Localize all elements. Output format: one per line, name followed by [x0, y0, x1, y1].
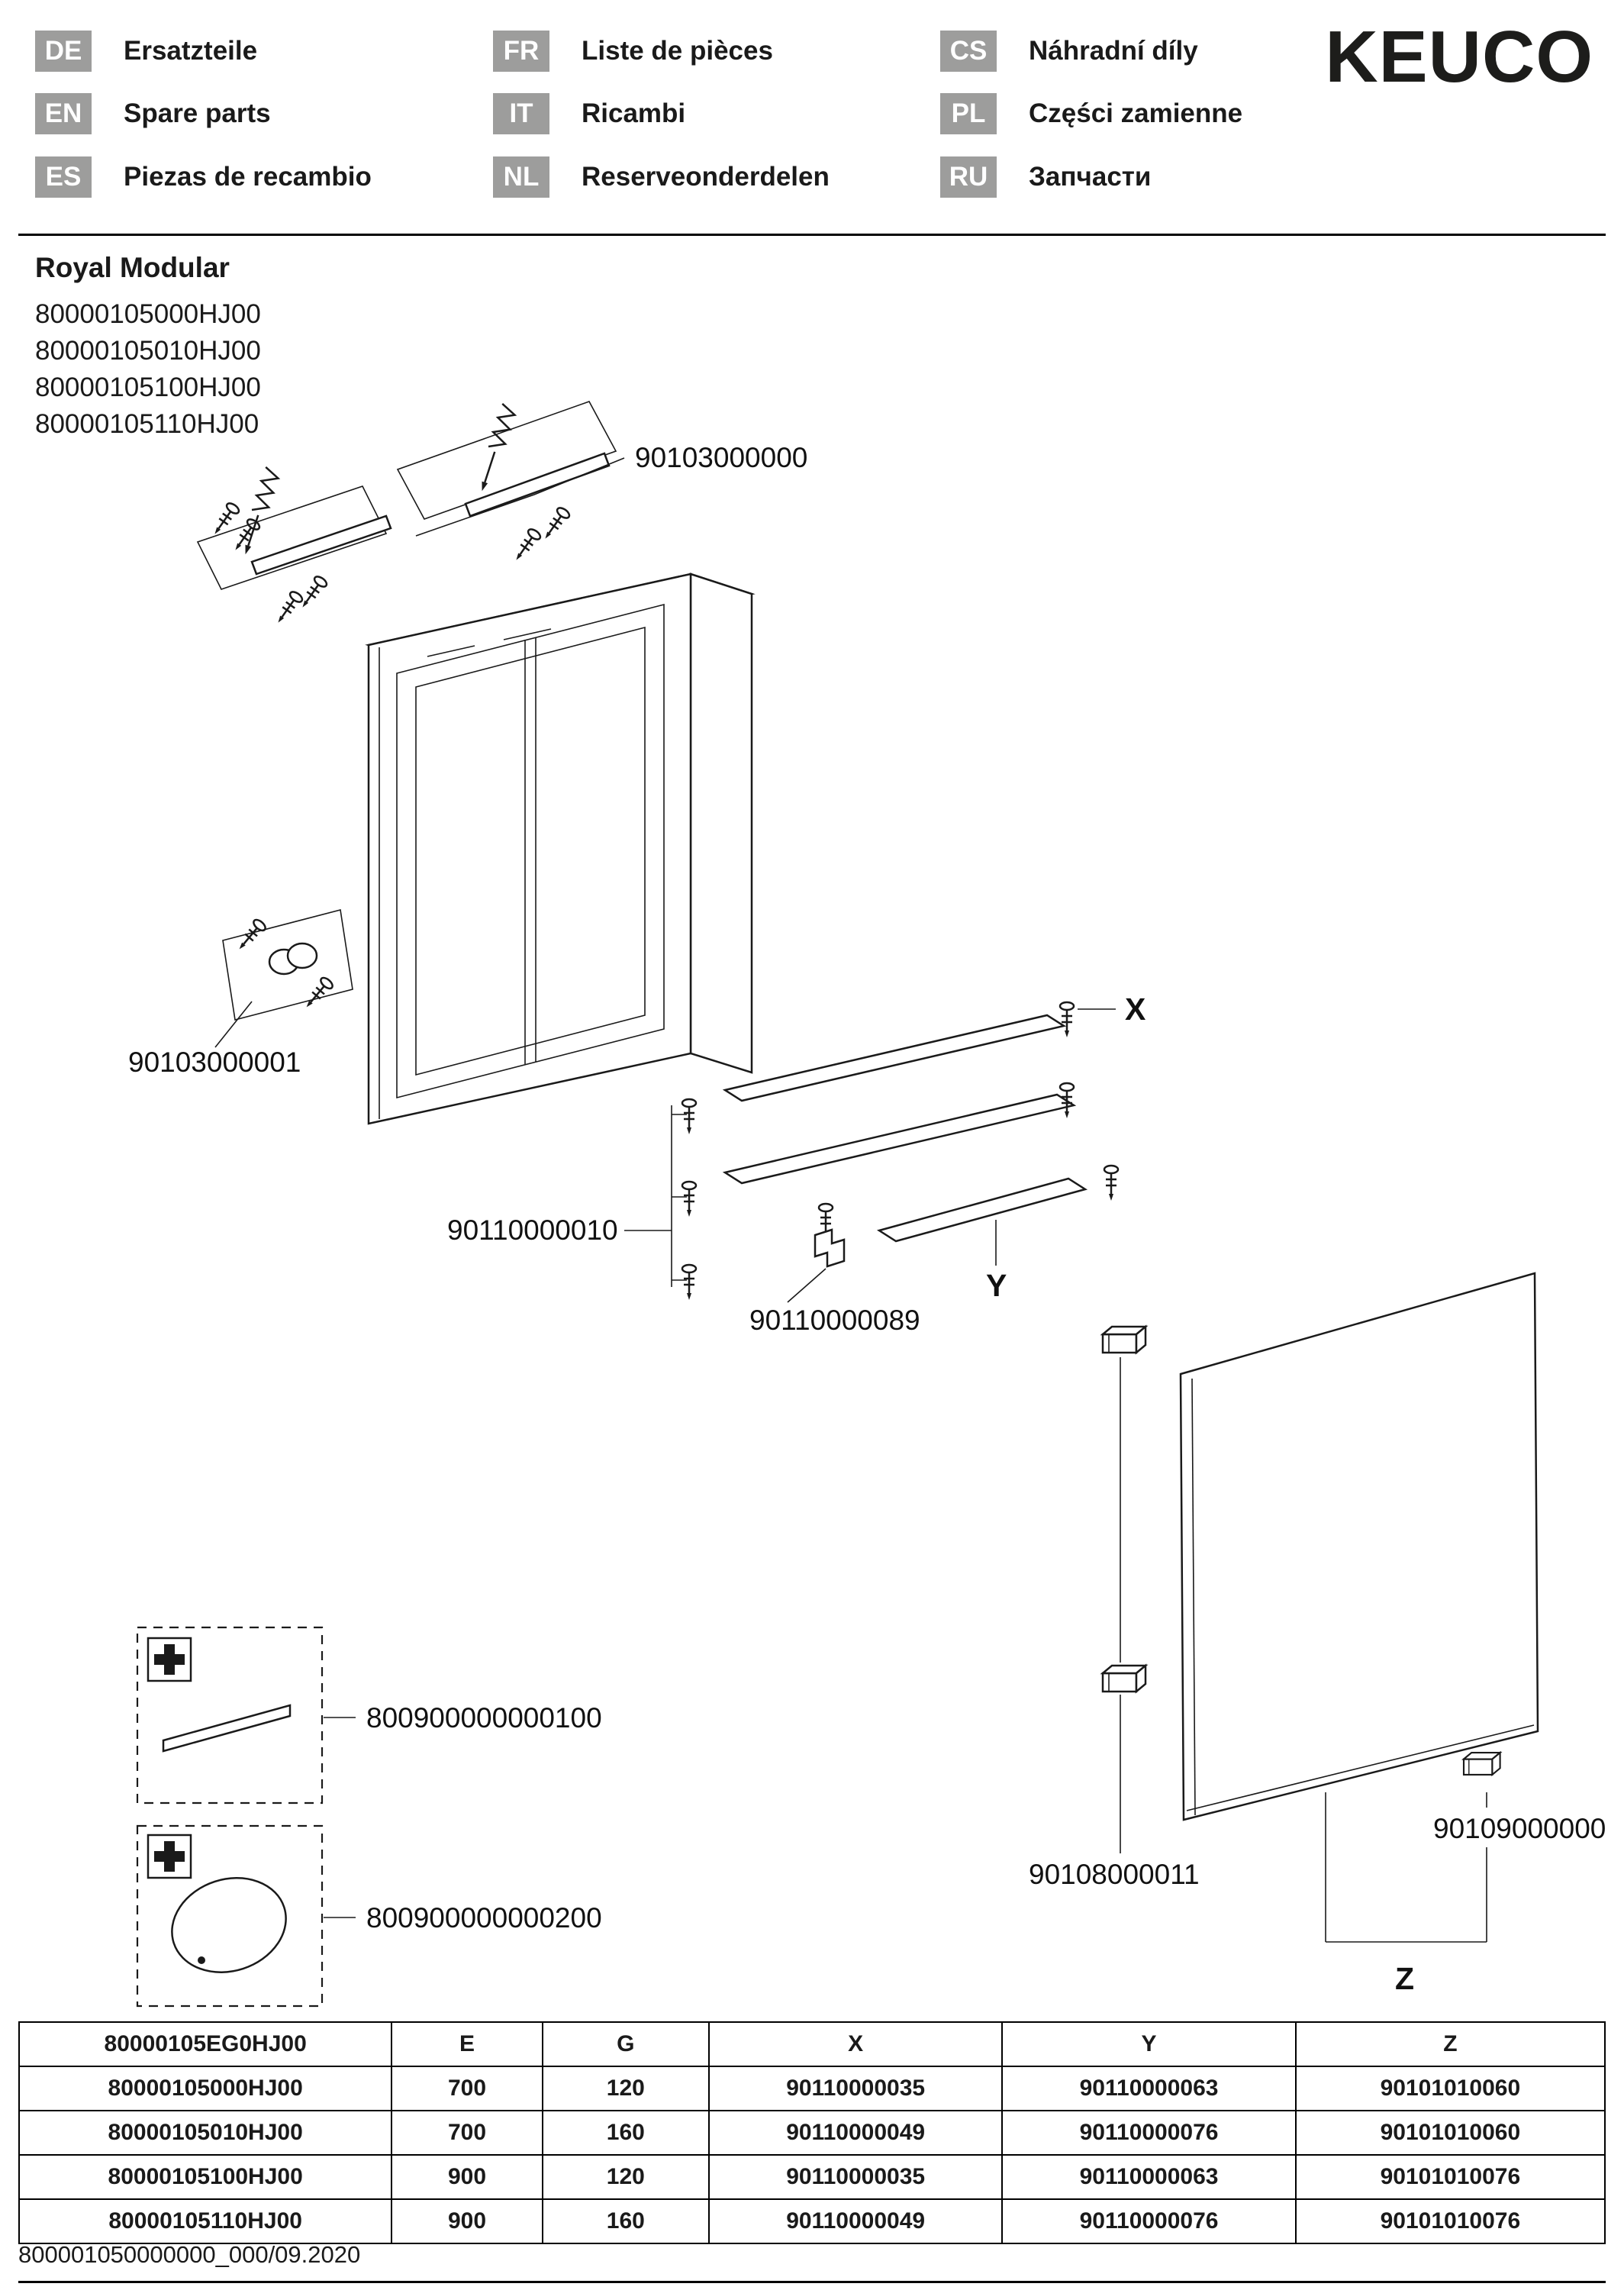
- language-badge: NL: [493, 156, 549, 198]
- part-label-strip: 800900000000100: [366, 1702, 602, 1734]
- table-cell: 90101010060: [1294, 2066, 1606, 2111]
- language-label: Запчасти: [1029, 162, 1152, 192]
- language-badge: PL: [940, 93, 997, 134]
- table-cell: 80000105000HJ00: [18, 2066, 393, 2111]
- model-number: 80000105000HJ00: [35, 299, 261, 329]
- part-label-shelf-supports: 90110000010: [447, 1214, 618, 1246]
- table-cell: 90110000063: [1001, 2066, 1297, 2111]
- language-label: Ersatzteile: [124, 36, 258, 66]
- language-badge: EN: [35, 93, 92, 134]
- ref-label-z: Z: [1395, 1961, 1414, 1996]
- table-cell: 90110000035: [707, 2154, 1004, 2200]
- bottom-divider: [18, 2281, 1606, 2283]
- table-cell: 80000105010HJ00: [18, 2110, 393, 2156]
- language-label: Spare parts: [124, 98, 271, 128]
- table-cell: 90110000035: [707, 2066, 1004, 2111]
- table-header-cell: X: [707, 2021, 1004, 2067]
- table-cell: 80000105100HJ00: [18, 2154, 393, 2200]
- table-header-cell: G: [541, 2021, 710, 2067]
- part-label-round-mirror: 800900000000200: [366, 1902, 602, 1934]
- language-entry-cs: CS Náhradní díly: [940, 31, 1198, 72]
- table-cell: 90110000076: [1001, 2198, 1297, 2244]
- table-cell: 90110000063: [1001, 2154, 1297, 2200]
- language-label: Ricambi: [582, 98, 686, 128]
- language-badge: IT: [493, 93, 549, 134]
- part-label-rail: 90103000000: [635, 442, 807, 473]
- model-number: 80000105010HJ00: [35, 336, 261, 366]
- hinge-clips: 90108000011: [1029, 1325, 1200, 1890]
- table-cell: 900: [391, 2198, 543, 2244]
- language-label: Części zamienne: [1029, 98, 1243, 128]
- ref-label-x: X: [1125, 992, 1146, 1027]
- part-label-hinge: 90108000011: [1029, 1859, 1200, 1890]
- table-cell: 80000105110HJ00: [18, 2198, 393, 2244]
- mirror-door: [1179, 1272, 1539, 1821]
- mounting-rail-assembly: 90103000000: [196, 401, 807, 627]
- language-entry-it: IT Ricambi: [493, 93, 685, 134]
- cabinet-body: [365, 572, 756, 1125]
- spare-strip-box: 800900000000100: [136, 1626, 602, 1805]
- language-badge: ES: [35, 156, 92, 198]
- table-cell: 90110000076: [1001, 2110, 1297, 2156]
- product-title: Royal Modular: [35, 252, 230, 283]
- table-cell: 120: [541, 2066, 710, 2111]
- parts-table: 80000105EG0HJ00 E G X Y Z 80000105000HJ0…: [18, 2021, 1606, 2244]
- table-cell: 90110000049: [707, 2198, 1004, 2244]
- table-cell: 700: [391, 2066, 543, 2111]
- model-number: 80000105100HJ00: [35, 373, 261, 402]
- table-cell: 700: [391, 2110, 543, 2156]
- spare-mirror-box: 800900000000200: [136, 1824, 602, 2008]
- mirror-fitting: 90109000000 Z: [1325, 1751, 1606, 1996]
- table-cell: 160: [541, 2198, 710, 2244]
- table-cell: 90101010076: [1294, 2198, 1606, 2244]
- table-header-row: 80000105EG0HJ00 E G X Y Z: [18, 2021, 1606, 2067]
- language-label: Liste de pièces: [582, 36, 773, 66]
- language-badge: FR: [493, 31, 549, 72]
- table-row: 80000105000HJ00 700 120 90110000035 9011…: [18, 2066, 1606, 2111]
- table-header-cell: E: [391, 2021, 543, 2067]
- table-cell: 160: [541, 2110, 710, 2156]
- table-cell: 120: [541, 2154, 710, 2200]
- part-label-mirror-fitting: 90109000000: [1433, 1813, 1606, 1844]
- part-label-bracket: 90103000001: [128, 1047, 301, 1078]
- language-entry-es: ES Piezas de recambio: [35, 156, 372, 198]
- table-row: 80000105100HJ00 900 120 90110000035 9011…: [18, 2154, 1606, 2200]
- table-row: 80000105110HJ00 900 160 90110000049 9011…: [18, 2198, 1606, 2244]
- model-number-list: 80000105000HJ00 80000105010HJ00 80000105…: [35, 296, 261, 443]
- language-label: Piezas de recambio: [124, 162, 372, 192]
- wall-bracket-part: 90103000001: [128, 909, 353, 1078]
- language-badge: RU: [940, 156, 997, 198]
- language-entry-ru: RU Запчасти: [940, 156, 1151, 198]
- table-cell: 90101010060: [1294, 2110, 1606, 2156]
- document-number: 800001050000000_000/09.2020: [18, 2241, 361, 2268]
- table-cell: 90110000049: [707, 2110, 1004, 2156]
- language-entry-en: EN Spare parts: [35, 93, 271, 134]
- language-label: Náhradní díly: [1029, 36, 1198, 66]
- table-header-cell: 80000105EG0HJ00: [18, 2021, 393, 2067]
- table-cell: 900: [391, 2154, 543, 2200]
- header-divider: [18, 234, 1606, 236]
- language-badge: DE: [35, 31, 92, 72]
- keuco-logo: KEUCO: [1325, 16, 1593, 98]
- ref-label-y: Y: [986, 1268, 1007, 1303]
- table-cell: 90101010076: [1294, 2154, 1606, 2200]
- table-header-cell: Z: [1294, 2021, 1606, 2067]
- language-label: Reserveonderdelen: [582, 162, 830, 192]
- table-header-cell: Y: [1001, 2021, 1297, 2067]
- table-row: 80000105010HJ00 700 160 90110000049 9011…: [18, 2110, 1606, 2156]
- language-entry-de: DE Ersatzteile: [35, 31, 257, 72]
- glass-shelves: 90110000010 X Y 90110000089: [447, 992, 1146, 1336]
- language-entry-fr: FR Liste de pièces: [493, 31, 773, 72]
- model-number: 80000105110HJ00: [35, 409, 259, 439]
- language-entry-nl: NL Reserveonderdelen: [493, 156, 830, 198]
- part-label-shelf-clip: 90110000089: [749, 1305, 920, 1336]
- language-badge: CS: [940, 31, 997, 72]
- language-entry-pl: PL Części zamienne: [940, 93, 1242, 134]
